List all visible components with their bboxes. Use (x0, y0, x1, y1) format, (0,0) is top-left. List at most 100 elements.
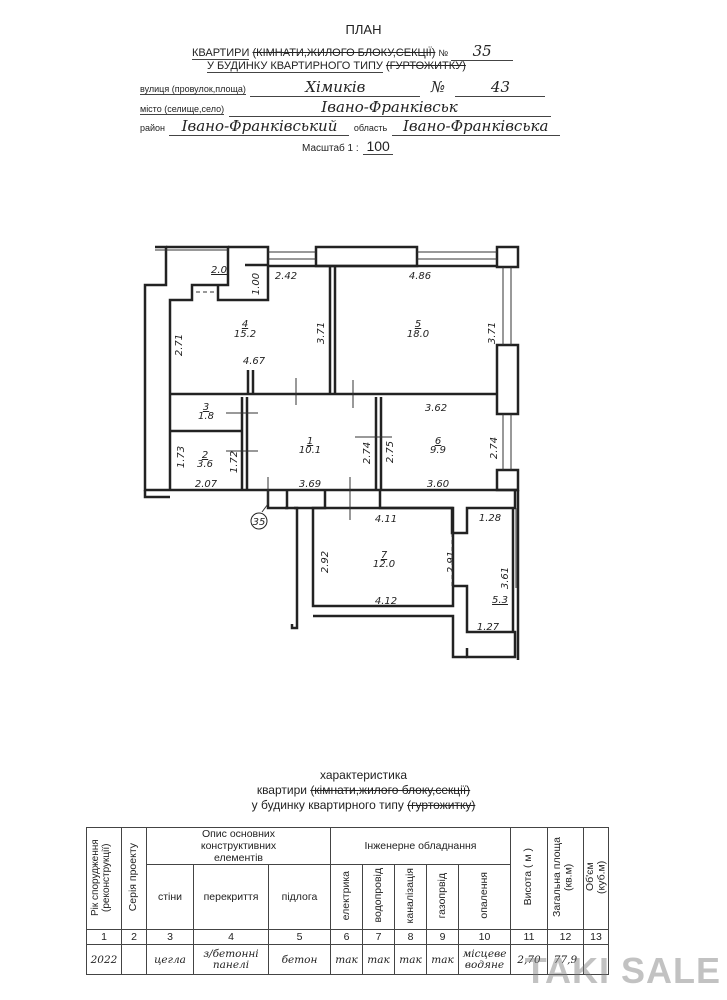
dimension: 3.60 (427, 479, 449, 490)
street-label: вулиця (провулок,площа) (140, 84, 246, 95)
cell-electric: так (330, 944, 363, 975)
dimension: 2.07 (195, 479, 218, 490)
dimension: 3.71 (487, 322, 498, 344)
room-number: 1 (307, 436, 313, 447)
header-height: Висота ( м ) (510, 827, 548, 930)
dimension: 1.00 (251, 273, 262, 295)
column-number: 1 (86, 929, 122, 945)
apartment-marker: 35 (250, 512, 268, 530)
balcony-area: 5.3 (492, 595, 508, 606)
header-water-label: водопровід (371, 868, 384, 923)
scale-label: Масштаб 1 : (302, 143, 359, 154)
city-label: місто (селище,село) (140, 104, 225, 115)
header-series-label: Серія проекту (127, 842, 140, 912)
house-no-label: № (430, 78, 446, 96)
room-number: 4 (242, 319, 248, 330)
city-value: Івано-Франківськ (228, 98, 551, 117)
district-label: район (140, 123, 166, 133)
column-number: 10 (458, 929, 511, 945)
header-area: Загальна площа (кв.м) (547, 827, 584, 930)
column-number: 9 (426, 929, 459, 945)
header-heating: опалення (458, 864, 511, 930)
header-electric: електрика (330, 864, 363, 930)
cell-volume (583, 944, 609, 975)
cell-sewer: так (394, 944, 427, 975)
cell-walls: цегла (146, 944, 194, 975)
cell-height: 2,70 (510, 944, 548, 975)
header-series: Серія проекту (121, 827, 147, 930)
dimension: 2.0 (211, 265, 227, 276)
room-area: 3.6 (197, 459, 213, 470)
plan-title: ПЛАН (345, 22, 382, 37)
cell-gas: так (426, 944, 459, 975)
line1-struck: (кімнати,жилого блоку,секції) (310, 783, 471, 797)
region-value: Івано-Франківська (391, 117, 560, 136)
city-row: місто (селище,село) Івано-Франківськ (140, 98, 551, 117)
cell-year: 2022 (86, 944, 122, 975)
characteristics-title: характеристика (319, 768, 408, 782)
windows (155, 249, 517, 588)
dimension: 3.69 (299, 479, 321, 490)
column-number: 12 (547, 929, 584, 945)
room-4: 415.2 (234, 319, 256, 340)
column-number: 11 (510, 929, 548, 945)
header-structural-group: Опис основних конструктивних елементів (146, 827, 331, 865)
room-1: 110.1 (299, 436, 321, 456)
line2-main: У БУДИНКУ КВАРТИРНОГО ТИПУ (207, 60, 383, 73)
line1-main: квартири (256, 783, 307, 797)
line2-struck: (гуртожитку) (407, 798, 476, 812)
header-gas: газопрвід (426, 864, 459, 930)
column-number: 5 (268, 929, 331, 945)
room-area: 12.0 (373, 559, 395, 570)
street-row: вулиця (провулок,площа) Хімиків № 43 (140, 78, 546, 97)
dimension: 4.12 (375, 596, 397, 607)
column-numbers-row: 1 2 3 4 5 6 7 8 9 10 11 12 13 (86, 929, 609, 945)
header-sewer: каналізація (394, 864, 427, 930)
cell-floors: з/бетонні панелі (193, 944, 269, 975)
column-number: 4 (193, 929, 269, 945)
dimension: 1.27 (477, 622, 500, 633)
house-number: 43 (455, 78, 546, 97)
header-height-label: Висота ( м ) (522, 848, 535, 906)
apartment-no-label: № (438, 48, 449, 58)
room-2: 23.6 (197, 450, 213, 470)
region-label: область (353, 123, 388, 133)
dimension: 1.73 (176, 446, 187, 468)
dimension: 2.91 (446, 551, 457, 573)
header-area-label: Загальна площа (кв.м) (550, 836, 575, 918)
scale-row: Масштаб 1 : 100 (302, 138, 394, 156)
room-number: 2 (202, 450, 208, 461)
dimension: 2.92 (320, 551, 331, 573)
line1-main: КВАРТИРИ (192, 47, 250, 60)
district-row: район Івано-Франківський область Івано-Ф… (140, 117, 560, 136)
dimension: 1.72 (229, 451, 240, 473)
column-number: 2 (121, 929, 147, 945)
header-floors: перекриття (193, 864, 269, 930)
room-area: 9.9 (430, 445, 446, 456)
dimension: 2.71 (174, 334, 185, 356)
room-number: 6 (435, 436, 441, 447)
characteristics-line1: квартири (кімнати,жилого блоку,секції) (0, 783, 727, 798)
room-number: 7 (381, 550, 388, 561)
apartment-number: 35 (451, 42, 514, 61)
characteristics-line2: у будинку квартирного типу (гуртожитку) (0, 798, 727, 813)
room-area: 15.2 (234, 329, 256, 340)
dimension: 2.42 (275, 271, 297, 282)
column-number: 13 (583, 929, 609, 945)
dimension: 2.75 (385, 441, 396, 463)
header-line2: У БУДИНКУ КВАРТИРНОГО ТИПУ (ГУРТОЖИТКУ) (207, 60, 466, 73)
column-number: 7 (362, 929, 395, 945)
dimension: 3.71 (316, 322, 327, 344)
watermark-logo: TAKI SALE (524, 950, 721, 991)
room-labels: 415.2 518.0 31.8 110.1 69.9 23.6 712.0 5… (197, 319, 508, 606)
room-area: 18.0 (407, 329, 429, 340)
room-5: 518.0 (407, 319, 429, 340)
room-6: 69.9 (430, 436, 446, 456)
header-year-label: Рік спорудження (реконструкції) (90, 838, 112, 916)
dimension: 3.62 (425, 403, 447, 414)
dimension: 2.74 (489, 437, 500, 459)
header-heating-label: опалення (477, 872, 490, 919)
room-number: 3 (203, 402, 209, 413)
cell-flooring: бетон (268, 944, 331, 975)
